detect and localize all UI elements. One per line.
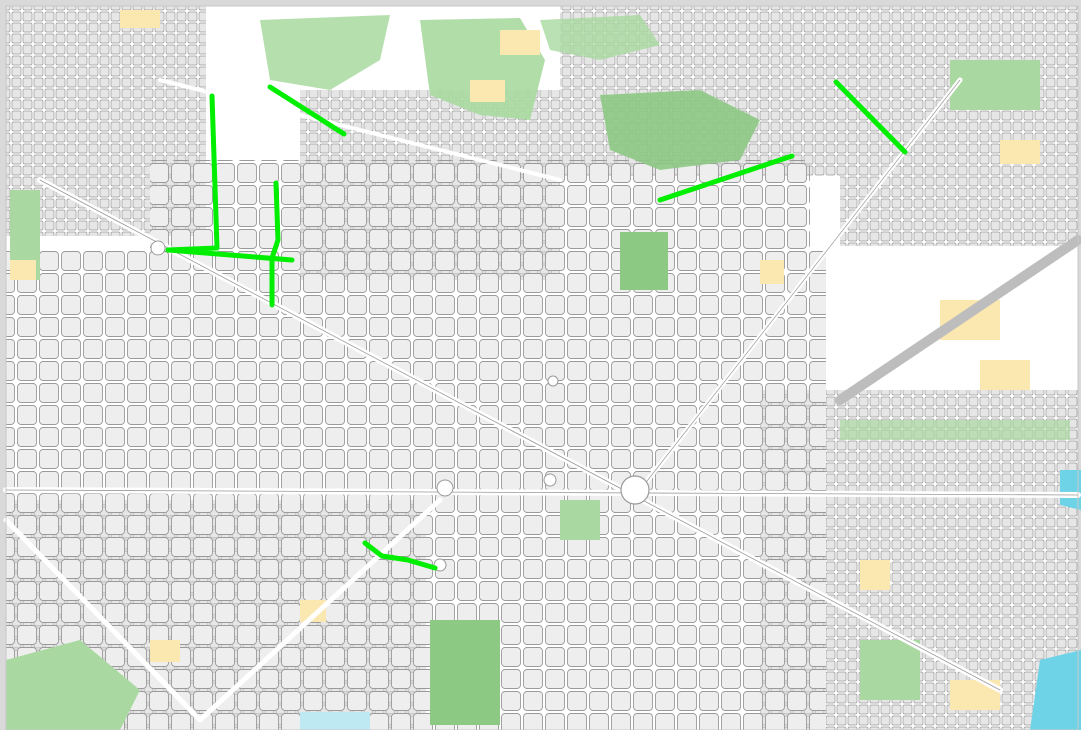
building-highlight xyxy=(300,600,326,622)
harbour-south xyxy=(300,712,370,730)
water-layer xyxy=(300,470,1081,730)
roundabout-icon xyxy=(547,375,559,387)
building-highlight xyxy=(1000,140,1040,164)
dense-district-northeast xyxy=(840,6,1078,246)
highlighted-route-north-diagonal[interactable] xyxy=(267,84,347,137)
roundabout-icon xyxy=(150,240,166,256)
park-hill-north-east xyxy=(600,90,760,170)
building-highlight xyxy=(860,560,890,590)
building-highlight xyxy=(500,30,540,55)
highlighted-route-north-east[interactable] xyxy=(657,153,795,203)
avenues-layer xyxy=(3,77,1081,723)
building-highlight xyxy=(120,10,160,28)
avenue-diagonal-outline xyxy=(39,179,1001,691)
avenue-meridiana-outline xyxy=(639,79,961,491)
map-border xyxy=(5,5,1079,730)
park-hill-northwest xyxy=(260,15,390,90)
building-highlight xyxy=(940,300,1000,340)
parks-layer xyxy=(6,15,1070,730)
building-highlight xyxy=(760,260,784,284)
rail-corridor xyxy=(835,235,1081,405)
highlighted-routes-layer[interactable] xyxy=(165,79,908,571)
grid-district-blocks-north xyxy=(150,160,810,260)
park-citadel xyxy=(430,620,500,725)
park-southwest-hill xyxy=(6,640,140,730)
avenue-north-curve xyxy=(158,78,562,182)
park-east-block xyxy=(860,640,920,700)
building-highlight xyxy=(980,360,1030,390)
highlighted-route-west-branch[interactable] xyxy=(269,180,281,308)
highlighted-route-south[interactable] xyxy=(362,540,438,571)
building-highlight xyxy=(470,80,505,102)
sea-east xyxy=(1060,470,1081,510)
roundabout-icon xyxy=(620,475,650,505)
park-rail-strip xyxy=(840,420,1070,440)
building-highlights-layer xyxy=(10,10,1040,710)
highlighted-route-far-northeast[interactable] xyxy=(833,79,908,155)
sea-southeast xyxy=(1030,650,1081,730)
park-northeast xyxy=(950,60,1040,110)
park-top-strip xyxy=(540,15,660,60)
avenue-paral-lel xyxy=(197,497,443,723)
roundabout-icon xyxy=(543,473,557,487)
roundabouts-layer xyxy=(150,240,650,572)
park-diagonal-strip xyxy=(560,500,600,540)
building-highlight xyxy=(150,640,180,662)
avenue-gran-via-outline xyxy=(5,489,1079,496)
building-highlight xyxy=(10,260,36,280)
roundabout-icon xyxy=(436,479,454,497)
park-square-north xyxy=(620,232,668,290)
avenue-west-diagonal xyxy=(3,517,203,723)
